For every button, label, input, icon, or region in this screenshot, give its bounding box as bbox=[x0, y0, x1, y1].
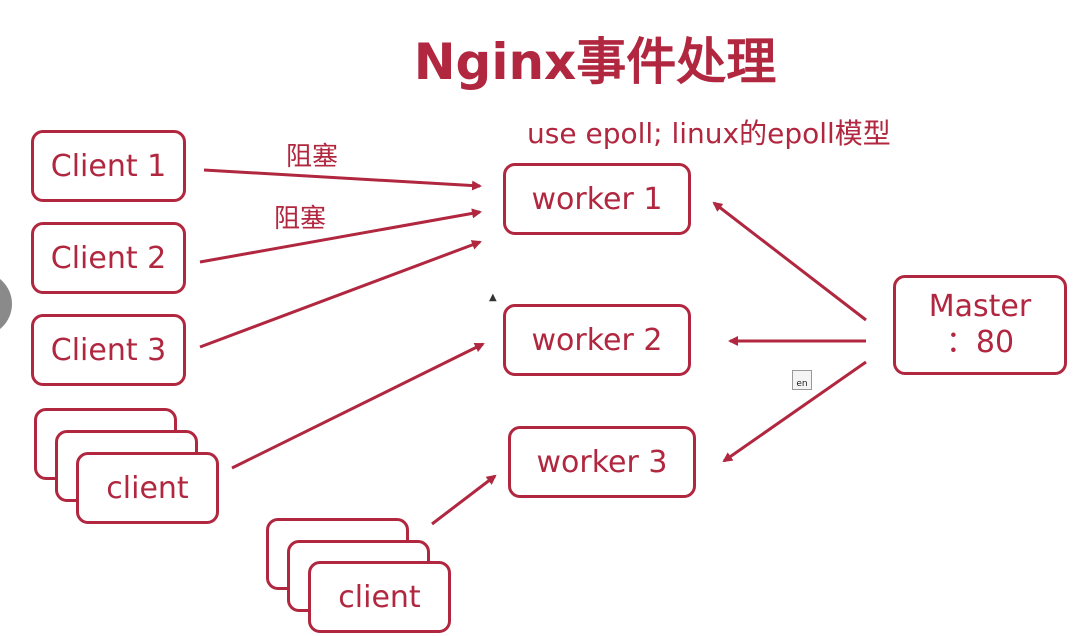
client-3-box: Client 3 bbox=[31, 314, 186, 386]
worker-2-label: worker 2 bbox=[531, 322, 663, 358]
mouse-cursor-icon: ▲ bbox=[489, 292, 497, 303]
worker-2-box: worker 2 bbox=[503, 304, 691, 376]
worker-3-box: worker 3 bbox=[508, 426, 696, 498]
client-stack-b-label: client bbox=[338, 579, 421, 615]
master-title: Master bbox=[928, 289, 1032, 324]
client-1-label: Client 1 bbox=[50, 148, 167, 184]
arrow-client3-worker1 bbox=[199, 240, 482, 349]
arrow-client2-worker1 bbox=[199, 208, 482, 264]
ime-language-label: en bbox=[796, 379, 808, 389]
client-2-box: Client 2 bbox=[31, 222, 186, 294]
client-3-label: Client 3 bbox=[50, 332, 167, 368]
ime-language-icon[interactable]: en bbox=[792, 370, 812, 390]
client-stack-a-front: client bbox=[76, 452, 219, 524]
master-box: Master ：80 bbox=[893, 275, 1067, 375]
worker-1-box: worker 1 bbox=[503, 163, 691, 235]
page-title: Nginx事件处理 bbox=[413, 33, 777, 91]
arrow-clientstack-worker2 bbox=[231, 342, 485, 470]
client-stack-a-label: client bbox=[106, 470, 189, 506]
epoll-caption: use epoll; linux的epoll模型 bbox=[527, 117, 891, 150]
arrow-master-worker1 bbox=[712, 201, 867, 322]
blocking-label-1: 阻塞 bbox=[286, 142, 339, 172]
master-port: ：80 bbox=[945, 325, 1015, 360]
client-2-label: Client 2 bbox=[50, 240, 167, 276]
client-stack-b-front: client bbox=[308, 561, 451, 633]
blocking-label-2: 阻塞 bbox=[274, 204, 327, 234]
arrow-clientstack2-worker3 bbox=[431, 474, 497, 526]
client-1-box: Client 1 bbox=[31, 130, 186, 202]
arrow-client1-worker1 bbox=[203, 168, 482, 191]
worker-3-label: worker 3 bbox=[536, 444, 668, 480]
arrow-master-worker3 bbox=[722, 360, 867, 463]
worker-1-label: worker 1 bbox=[531, 181, 663, 217]
